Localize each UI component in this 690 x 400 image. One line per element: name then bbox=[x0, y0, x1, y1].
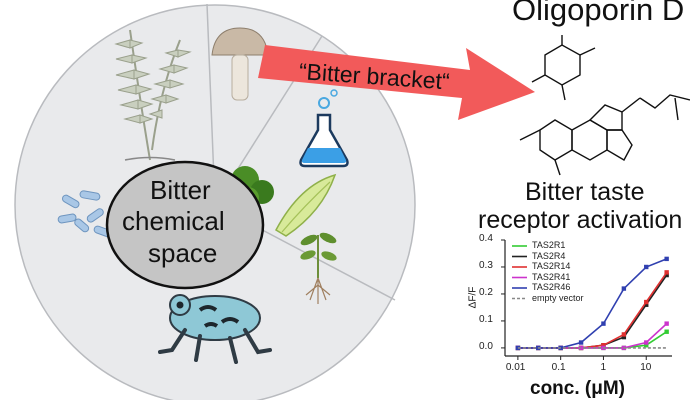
chicory-icon bbox=[275, 173, 337, 237]
legend-item: TAS2R4 bbox=[532, 250, 566, 261]
bubble-line-1: Bitter bbox=[150, 175, 211, 205]
legend-item: TAS2R46 bbox=[532, 282, 571, 292]
compound-title: Oligoporin D bbox=[512, 0, 685, 27]
oligoporin-structure bbox=[519, 35, 690, 176]
x-tick-label: 0.01 bbox=[505, 362, 526, 373]
mushroom-icon bbox=[211, 27, 269, 101]
frog-icon bbox=[158, 294, 272, 364]
data-point bbox=[644, 302, 649, 307]
y-tick-label: 0.1 bbox=[479, 313, 493, 325]
receptor-heading-line-2: receptor activation bbox=[478, 206, 683, 234]
y-tick-label: 0.0 bbox=[479, 340, 493, 352]
data-point bbox=[644, 264, 649, 270]
x-tick-label: 10 bbox=[640, 362, 652, 373]
legend-item: TAS2R14 bbox=[532, 261, 571, 271]
plant-icon bbox=[300, 232, 337, 304]
data-point bbox=[664, 272, 669, 278]
data-point bbox=[578, 340, 584, 345]
receptor-heading-line-1: Bitter taste bbox=[525, 178, 645, 206]
data-point bbox=[664, 321, 669, 326]
bacteria-icon bbox=[57, 190, 112, 238]
legend-item: empty vector bbox=[532, 292, 584, 303]
x-tick-label: 1 bbox=[600, 362, 607, 373]
y-tick-label: 0.2 bbox=[479, 286, 493, 298]
data-point bbox=[664, 256, 669, 262]
legend-item: TAS2R41 bbox=[532, 271, 571, 282]
y-axis-label: ΔF/F bbox=[467, 286, 479, 309]
data-point bbox=[664, 329, 669, 334]
data-point bbox=[515, 345, 521, 351]
x-axis-label: conc. (μM) bbox=[530, 378, 626, 399]
flask-icon bbox=[299, 89, 349, 168]
data-point bbox=[621, 286, 627, 291]
data-point bbox=[621, 334, 627, 340]
data-point bbox=[601, 321, 606, 326]
bubble-line-2: chemical bbox=[122, 206, 225, 236]
data-point bbox=[621, 332, 627, 337]
bitter-chemical-space-bubble bbox=[105, 160, 265, 290]
data-point bbox=[601, 343, 606, 348]
x-tick-label: 0.1 bbox=[551, 362, 566, 373]
series-line-tas2r46 bbox=[517, 258, 667, 349]
fern-icon bbox=[114, 29, 192, 161]
data-point bbox=[578, 345, 584, 351]
data-point bbox=[644, 299, 649, 305]
y-tick-label: 0.3 bbox=[479, 259, 493, 271]
y-tick-label: 0.4 bbox=[479, 233, 493, 244]
data-point bbox=[644, 340, 649, 345]
data-point bbox=[644, 343, 649, 348]
legend-item: TAS2R1 bbox=[532, 240, 566, 250]
bitter-bracket-arrow bbox=[258, 45, 535, 120]
data-point bbox=[664, 270, 669, 275]
bubble-line-3: space bbox=[148, 238, 218, 268]
